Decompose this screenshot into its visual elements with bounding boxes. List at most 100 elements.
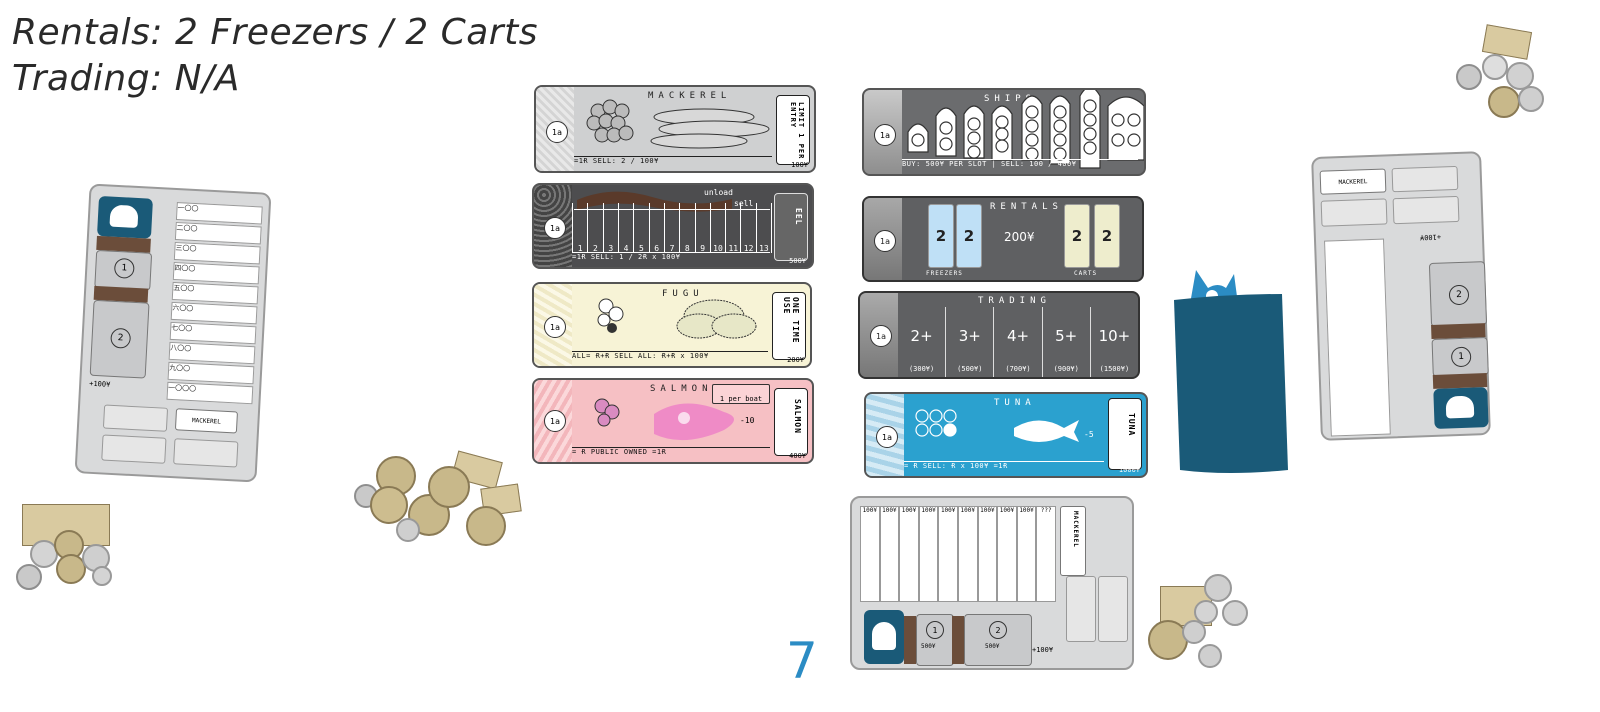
price-column: 100¥ bbox=[879, 506, 900, 602]
level-badge: 1a bbox=[546, 121, 568, 143]
coin-icon bbox=[1518, 86, 1544, 112]
trading-price: (1500¥) bbox=[1099, 365, 1130, 373]
side-text: ONE TIME USE bbox=[782, 297, 800, 344]
upgrade-slot-1[interactable]: 1 bbox=[1431, 337, 1489, 377]
price-row: 七〇〇 bbox=[169, 321, 257, 345]
track-cell: 1 bbox=[572, 203, 587, 253]
freezers-label: FREEZERS bbox=[926, 270, 963, 277]
card-footer: ALL= Ɍ+Ɍ SELL ALL: Ɍ+Ɍ x 100¥ bbox=[572, 351, 768, 363]
price-column: 100¥ bbox=[860, 506, 880, 602]
side-title: TUNA bbox=[1127, 413, 1136, 437]
trading-columns: 2+ (300¥) 3+ (500¥) 4+ (700¥) 5+ (900¥) … bbox=[898, 307, 1138, 377]
minus-five-label: -5 bbox=[1084, 430, 1094, 439]
salmon-card[interactable]: 1a SALMON 1 per boat -10 SALMON = Ɍ PUBL… bbox=[532, 378, 814, 464]
card-side-panel: LIMIT 1 PER ENTRY bbox=[776, 95, 810, 165]
level-badge: 1a bbox=[874, 230, 896, 252]
bonus-label: +100¥ bbox=[1032, 646, 1054, 654]
price-row: 三〇〇 bbox=[173, 241, 261, 265]
turn-marker: 7 bbox=[786, 632, 818, 690]
trading-threshold: 2+ bbox=[910, 327, 933, 345]
price-column: 100¥ bbox=[938, 506, 958, 602]
rentals-card[interactable]: 1a RENTALS 2 2 FREEZERS 200¥ 2 2 CARTS bbox=[862, 196, 1144, 282]
trading-price: (700¥) bbox=[1005, 365, 1031, 373]
card-title: SHIPS bbox=[984, 94, 1037, 104]
track-cell: 9 bbox=[694, 203, 710, 253]
bonus-label: +100¥ bbox=[89, 379, 111, 389]
eel-card[interactable]: 1a unload sell 1 2 3 4 5 6 7 8 9 10 11 1… bbox=[532, 183, 814, 269]
empty-slot[interactable] bbox=[102, 404, 169, 432]
card-footer: = Ɍ SELL: Ɍ x 100¥ =1Ɍ bbox=[904, 461, 1104, 473]
empty-slot[interactable] bbox=[1066, 576, 1096, 642]
empty-slot[interactable] bbox=[1391, 165, 1459, 193]
coin-icon bbox=[428, 466, 470, 508]
salmon-fish-icon bbox=[594, 398, 734, 441]
rental-price: 200¥ bbox=[1004, 230, 1035, 244]
tuna-card[interactable]: 1a TUNA -5 TUNA = Ɍ SELL: Ɍ x 100¥ =1Ɍ 1… bbox=[864, 392, 1148, 478]
card-title: MACKEREL bbox=[648, 91, 732, 101]
coin-icon bbox=[1182, 620, 1206, 644]
fish-slot-label: MACKEREL bbox=[174, 408, 238, 434]
empty-slot[interactable] bbox=[1392, 195, 1460, 225]
rentals-summary: Rentals: 2 Freezers / 2 Carts bbox=[12, 12, 538, 53]
coin-icon bbox=[1198, 644, 1222, 668]
card-footer: = Ɍ PUBLIC OWNED =1Ɍ bbox=[572, 447, 770, 459]
level-badge: 1a bbox=[544, 410, 566, 432]
side-title: SALMON bbox=[793, 399, 802, 434]
upgrade-slot-2[interactable]: 2 500¥ bbox=[964, 614, 1032, 666]
slot-number: 1 bbox=[926, 621, 944, 639]
track-cell: 6 bbox=[648, 203, 664, 253]
money-pile-bottom-right[interactable] bbox=[1148, 570, 1252, 672]
track-cell: 12 bbox=[740, 203, 755, 253]
boat-slot-icon bbox=[96, 195, 153, 239]
cart-tile[interactable]: 2 bbox=[1064, 204, 1090, 268]
track-cell: 2 bbox=[587, 203, 602, 253]
empty-slot[interactable] bbox=[1098, 576, 1128, 642]
money-pile-top-right[interactable] bbox=[1452, 24, 1556, 124]
card-cost: 1000¥ bbox=[1118, 466, 1140, 474]
money-pile-bottom-left[interactable] bbox=[16, 500, 120, 592]
coin-icon bbox=[16, 564, 42, 590]
fugu-card[interactable]: 1a FUGU ONE TIME USE ALL= Ɍ+Ɍ SELL ALL: … bbox=[532, 282, 812, 368]
cat-in-bag-icon[interactable] bbox=[1168, 264, 1294, 476]
brown-divider bbox=[904, 616, 916, 664]
freezer-tile[interactable]: 2 bbox=[928, 204, 954, 268]
trading-threshold: 5+ bbox=[1055, 327, 1078, 345]
trading-option[interactable]: 3+ (500¥) bbox=[946, 307, 995, 377]
cart-tile[interactable]: 2 bbox=[1094, 204, 1120, 268]
player-board-left[interactable]: 1 2 +100¥ 一〇〇 二〇〇 三〇〇 四〇〇 五〇〇 六〇〇 七〇〇 八〇… bbox=[74, 183, 272, 483]
unload-label: unload bbox=[704, 188, 733, 197]
empty-slot[interactable] bbox=[1320, 198, 1388, 227]
slot-number: 2 bbox=[989, 621, 1007, 639]
upgrade-slot-1[interactable]: 1 bbox=[94, 249, 153, 291]
player-board-bottom[interactable]: 100¥ 100¥ 100¥ 100¥ 100¥ 100¥ 100¥ 100¥ … bbox=[850, 496, 1134, 670]
ships-card[interactable]: 1a SHIPS BUY: 500¥ PER SLOT | SELL: 100 … bbox=[862, 88, 1146, 176]
card-cost: 100¥ bbox=[791, 161, 808, 169]
empty-slot[interactable] bbox=[173, 438, 239, 468]
mackerel-card[interactable]: 1a MACKEREL LIMIT 1 PER ENTRY =1Ɍ SELL: … bbox=[534, 85, 816, 173]
player-board-right[interactable]: MACKEREL 2 1 +100¥ bbox=[1311, 151, 1491, 441]
level-badge: 1a bbox=[874, 124, 896, 146]
card-footer: =1Ɍ SELL: 2 / 100¥ bbox=[574, 156, 772, 168]
card-footer: BUY: 500¥ PER SLOT | SELL: 100 / 400¥ bbox=[902, 159, 1138, 171]
upgrade-slot-1[interactable]: 1 500¥ bbox=[916, 614, 954, 666]
price-column: 一〇〇 二〇〇 三〇〇 四〇〇 五〇〇 六〇〇 七〇〇 八〇〇 九〇〇 一〇〇〇 bbox=[166, 202, 263, 406]
trading-card[interactable]: 1a TRADING 2+ (300¥) 3+ (500¥) 4+ (700¥)… bbox=[858, 291, 1140, 379]
trading-option[interactable]: 5+ (900¥) bbox=[1043, 307, 1091, 377]
trading-option[interactable]: 2+ (300¥) bbox=[898, 307, 947, 377]
card-side-panel: TUNA bbox=[1108, 398, 1142, 470]
money-pile-center-left[interactable] bbox=[354, 450, 522, 550]
price-row: 二〇〇 bbox=[174, 221, 262, 245]
fish-slot-label: MACKEREL bbox=[1072, 511, 1079, 548]
freezer-tile[interactable]: 2 bbox=[956, 204, 982, 268]
upgrade-slot-2[interactable]: 2 bbox=[1428, 261, 1488, 327]
trading-price: (300¥) bbox=[908, 365, 935, 373]
trading-option[interactable]: 10+ (1500¥) bbox=[1091, 307, 1138, 377]
price-row: 六〇〇 bbox=[170, 301, 258, 325]
upgrade-slot-2[interactable]: 2 bbox=[89, 299, 150, 379]
trading-option[interactable]: 4+ (700¥) bbox=[994, 307, 1043, 377]
card-title: TRADING bbox=[978, 296, 1051, 306]
card-side-panel: SALMON bbox=[774, 388, 808, 456]
empty-slot[interactable] bbox=[101, 434, 167, 464]
price-row: 一〇〇〇 bbox=[166, 381, 254, 405]
track-cell: 5 bbox=[633, 203, 648, 253]
